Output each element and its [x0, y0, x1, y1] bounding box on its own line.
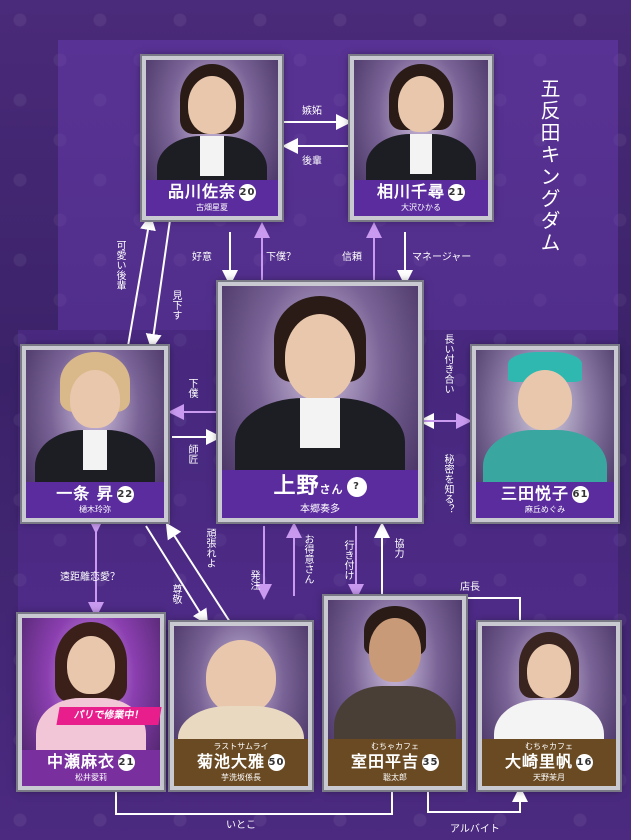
age-badge: 16	[576, 754, 593, 771]
character-name: 上野	[273, 473, 320, 499]
workplace: むちゃカフェ	[525, 742, 573, 751]
age-badge: 35	[422, 754, 439, 771]
arrow-kawaii-kohai	[127, 214, 156, 347]
age-badge: 22	[116, 486, 134, 503]
nameplate: 上野さん? 本郷奏多	[222, 470, 418, 518]
workplace: ラストサムライ	[213, 742, 269, 751]
label-arubaito: アルバイト	[450, 824, 500, 835]
honorific: さん	[319, 483, 344, 496]
line-itoko	[115, 790, 393, 815]
label-shisho: 師匠	[186, 444, 197, 464]
age-badge: ?	[346, 477, 367, 497]
character-name: 相川千尋	[376, 182, 445, 201]
character-name: 一条 昇	[56, 484, 114, 503]
label-geboku: 下僕	[186, 378, 197, 398]
label-koui: 好意	[192, 252, 212, 263]
actor-name: 本郷奏多	[300, 504, 340, 515]
character-name: 室田平吉	[350, 752, 419, 771]
workplace: むちゃカフェ	[371, 742, 419, 751]
label-mikudasu: 見下す	[170, 290, 181, 320]
age-badge: 21	[448, 184, 465, 201]
actor-name: 芋洗坂係長	[221, 773, 261, 782]
label-manager: マネージャー	[412, 252, 472, 263]
age-badge: 20	[239, 184, 256, 201]
character-card-ueno[interactable]: 上野さん? 本郷奏多	[216, 280, 424, 524]
actor-name: 古畑星夏	[196, 203, 228, 212]
arrow-ganbare	[165, 522, 231, 623]
label-shitto: 嫉妬	[302, 106, 322, 117]
arrow-sonkei	[145, 525, 209, 626]
age-badge: 21	[118, 754, 135, 771]
character-name: 菊池大雅	[196, 752, 265, 771]
character-name: 品川佐奈	[167, 182, 236, 201]
label-sonkei: 尊敬	[170, 584, 181, 604]
paris-training-tag: パリで修業中！	[56, 707, 162, 725]
label-ganbare: 頑張れよ	[204, 528, 215, 568]
actor-name: 松井愛莉	[75, 773, 107, 782]
label-otokui: お得意さん	[302, 534, 313, 584]
diagram-title: 五反田キングダム	[537, 78, 561, 254]
character-name: 中瀬麻衣	[46, 752, 115, 771]
actor-name: 麻丘めぐみ	[524, 505, 566, 514]
label-shinrai: 信頼	[342, 252, 362, 263]
label-kohai: 後輩	[302, 156, 322, 167]
label-hatchu: 発注	[248, 570, 259, 590]
arrow-mikudasu	[145, 219, 171, 350]
actor-name: 天野茉月	[533, 773, 565, 782]
label-kyoryoku: 協力	[392, 538, 403, 558]
character-name: 三田悦子	[500, 484, 569, 503]
label-tencho: 店長	[460, 582, 480, 593]
label-kawaii-kohai: 可愛い後輩	[114, 240, 125, 290]
label-himitsu: 秘密を知る？	[442, 454, 453, 514]
label-geboku-q: 下僕？	[266, 252, 296, 263]
character-name: 大崎里帆	[504, 752, 573, 771]
label-nagai: 長い付き合い	[442, 334, 453, 394]
actor-name: 樋木玲弥	[79, 505, 111, 514]
label-enkyori: 遠距離恋愛？	[60, 572, 120, 583]
age-badge: 50	[268, 754, 285, 771]
age-badge: 61	[572, 486, 589, 503]
label-ikitsuke: 行き付け	[342, 540, 353, 580]
label-itoko: いとこ	[226, 820, 256, 831]
actor-name: 大沢ひかる	[401, 203, 441, 212]
actor-name: 聡太郎	[383, 773, 407, 782]
arrow-arubaito	[427, 786, 528, 813]
